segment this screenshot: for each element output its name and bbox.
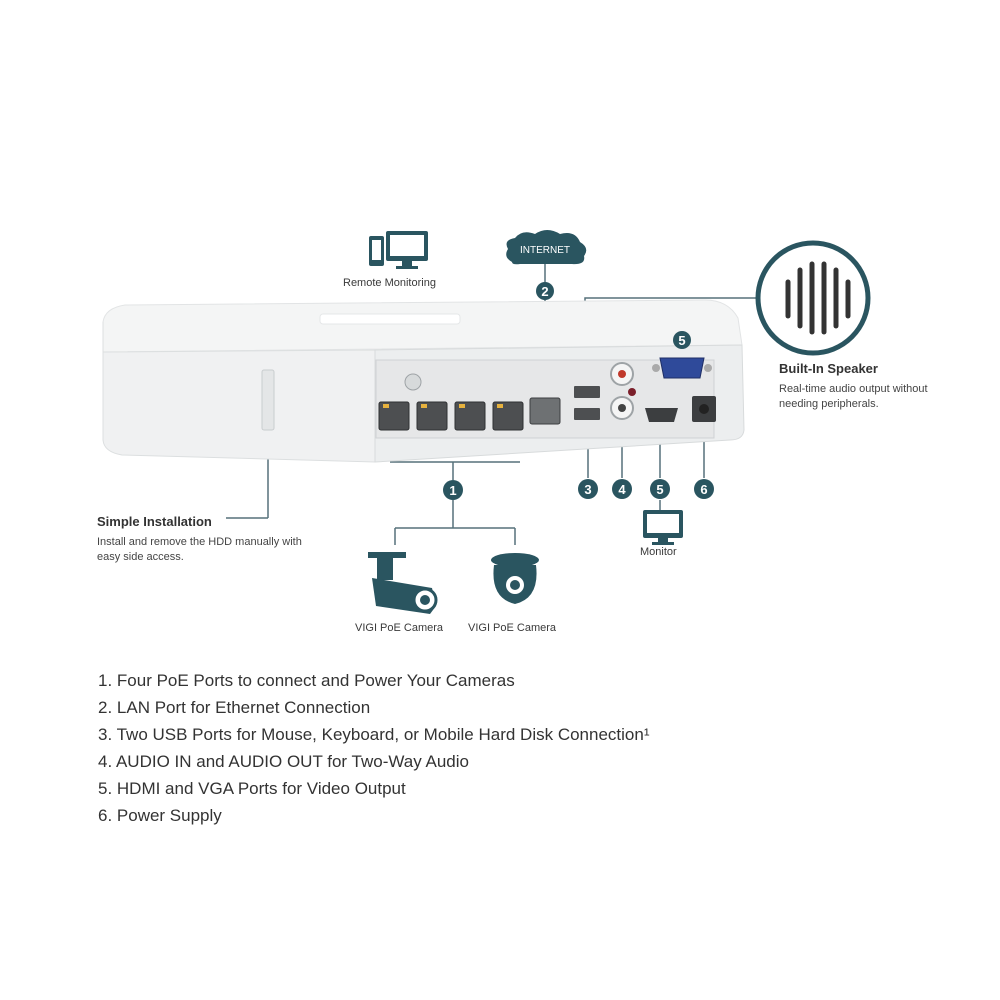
callout-number: 3 bbox=[584, 482, 591, 497]
callout-circles bbox=[443, 282, 714, 500]
feature-item: 6. Power Supply bbox=[98, 806, 222, 825]
callout-number: 6 bbox=[700, 482, 707, 497]
monitor-label: Monitor bbox=[640, 546, 677, 558]
callout-5-circle bbox=[650, 479, 670, 499]
ground-screw bbox=[404, 373, 422, 391]
internet-cloud-icon bbox=[506, 230, 587, 265]
poe-ports bbox=[378, 401, 524, 431]
poe-port-3 bbox=[454, 401, 486, 431]
feature-item: 3. Two USB Ports for Mouse, Keyboard, or… bbox=[98, 725, 650, 744]
callout-number: 4 bbox=[618, 482, 626, 497]
speaker-icon bbox=[755, 240, 871, 356]
poe-port-2 bbox=[416, 401, 448, 431]
lan-port bbox=[529, 397, 561, 425]
indicator-dot bbox=[628, 388, 636, 396]
remote-monitoring-icon bbox=[369, 231, 428, 269]
callout-number: 5 bbox=[678, 333, 685, 348]
callout-3-circle bbox=[578, 479, 598, 499]
bullet-camera-icon bbox=[368, 552, 438, 614]
monitor-icon bbox=[643, 510, 683, 545]
callout-number: 2 bbox=[541, 284, 548, 299]
feature-list: 1. Four PoE Ports to connect and Power Y… bbox=[98, 667, 649, 829]
simple-installation-desc: Install and remove the HDD manually with… bbox=[97, 536, 302, 563]
hdmi-port bbox=[645, 408, 678, 422]
callout-6-circle bbox=[694, 479, 714, 499]
usb-port-top bbox=[574, 386, 600, 398]
nvr-top-label-plate bbox=[319, 313, 461, 325]
callout-numbers: 2 1 3 4 5 6 5 bbox=[449, 284, 707, 498]
poe-port-4 bbox=[492, 401, 524, 431]
callout-1-circle bbox=[443, 480, 463, 500]
feature-item: 1. Four PoE Ports to connect and Power Y… bbox=[98, 671, 515, 690]
callout-2-circle bbox=[536, 282, 554, 300]
callout-number: 5 bbox=[656, 482, 663, 497]
camera-1-label: VIGI PoE Camera bbox=[355, 622, 444, 634]
callout-4-circle bbox=[612, 479, 632, 499]
poe-port-leds bbox=[383, 404, 503, 408]
feature-item: 5. HDMI and VGA Ports for Video Output bbox=[98, 779, 406, 798]
internet-label: INTERNET bbox=[520, 245, 570, 256]
nvr-top-surface bbox=[102, 299, 743, 353]
nvr-device bbox=[102, 299, 745, 463]
feature-item: 2. LAN Port for Ethernet Connection bbox=[98, 698, 371, 717]
dome-camera-icon bbox=[491, 553, 539, 604]
vga-port bbox=[659, 357, 705, 379]
simple-installation-title: Simple Installation bbox=[97, 514, 212, 529]
remote-monitoring-label: Remote Monitoring bbox=[343, 277, 436, 289]
camera-2-label: VIGI PoE Camera bbox=[468, 622, 557, 634]
poe-port-1 bbox=[378, 401, 410, 431]
usb-port-bottom bbox=[574, 408, 600, 420]
hdd-side-slot bbox=[261, 369, 275, 431]
built-in-speaker-desc: Real-time audio output without needing p… bbox=[779, 383, 928, 410]
callout-5-top-circle bbox=[673, 331, 691, 349]
built-in-speaker-title: Built-In Speaker bbox=[779, 361, 878, 376]
feature-item: 4. AUDIO IN and AUDIO OUT for Two-Way Au… bbox=[98, 752, 469, 771]
callout-number: 1 bbox=[449, 483, 456, 498]
